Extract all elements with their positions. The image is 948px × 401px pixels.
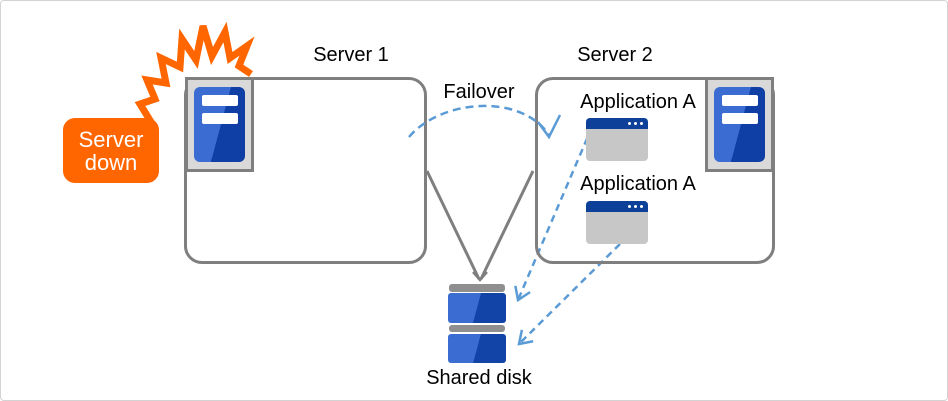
server-chip-slot <box>202 113 238 124</box>
disk-unit-1 <box>448 293 506 323</box>
window-dots-icon <box>628 205 643 208</box>
application-a-label-2: Application A <box>580 173 696 195</box>
disk-platter-cap <box>449 284 505 292</box>
server-chip-slot <box>202 95 238 106</box>
failover-arrow <box>408 104 551 138</box>
server-chip-slot <box>722 95 758 106</box>
shared-disk-icon <box>448 284 506 363</box>
server1-title: Server 1 <box>313 44 389 66</box>
server2-server-icon <box>705 77 774 172</box>
server1-server-icon <box>185 77 254 172</box>
window-titlebar <box>586 118 648 129</box>
disk-unit-2 <box>448 334 506 363</box>
application-a-label-1: Application A <box>580 91 696 113</box>
application-window-icon-1 <box>586 118 648 161</box>
disk-platter-cap <box>449 325 505 332</box>
server-down-badge-label: Server down <box>78 126 144 175</box>
window-titlebar <box>586 201 648 212</box>
server-chip-body <box>714 87 765 162</box>
server-chip-body <box>194 87 245 162</box>
server-chip-slot <box>722 113 758 124</box>
window-dots-icon <box>628 122 643 125</box>
server2-disk-line <box>479 170 535 280</box>
shared-disk-label: Shared disk <box>426 367 532 389</box>
server2-title: Server 2 <box>577 44 653 66</box>
application-window-icon-2 <box>586 201 648 244</box>
server1-disk-line <box>425 170 481 280</box>
failover-label: Failover <box>443 81 515 103</box>
server-down-badge: Server down <box>63 118 159 183</box>
